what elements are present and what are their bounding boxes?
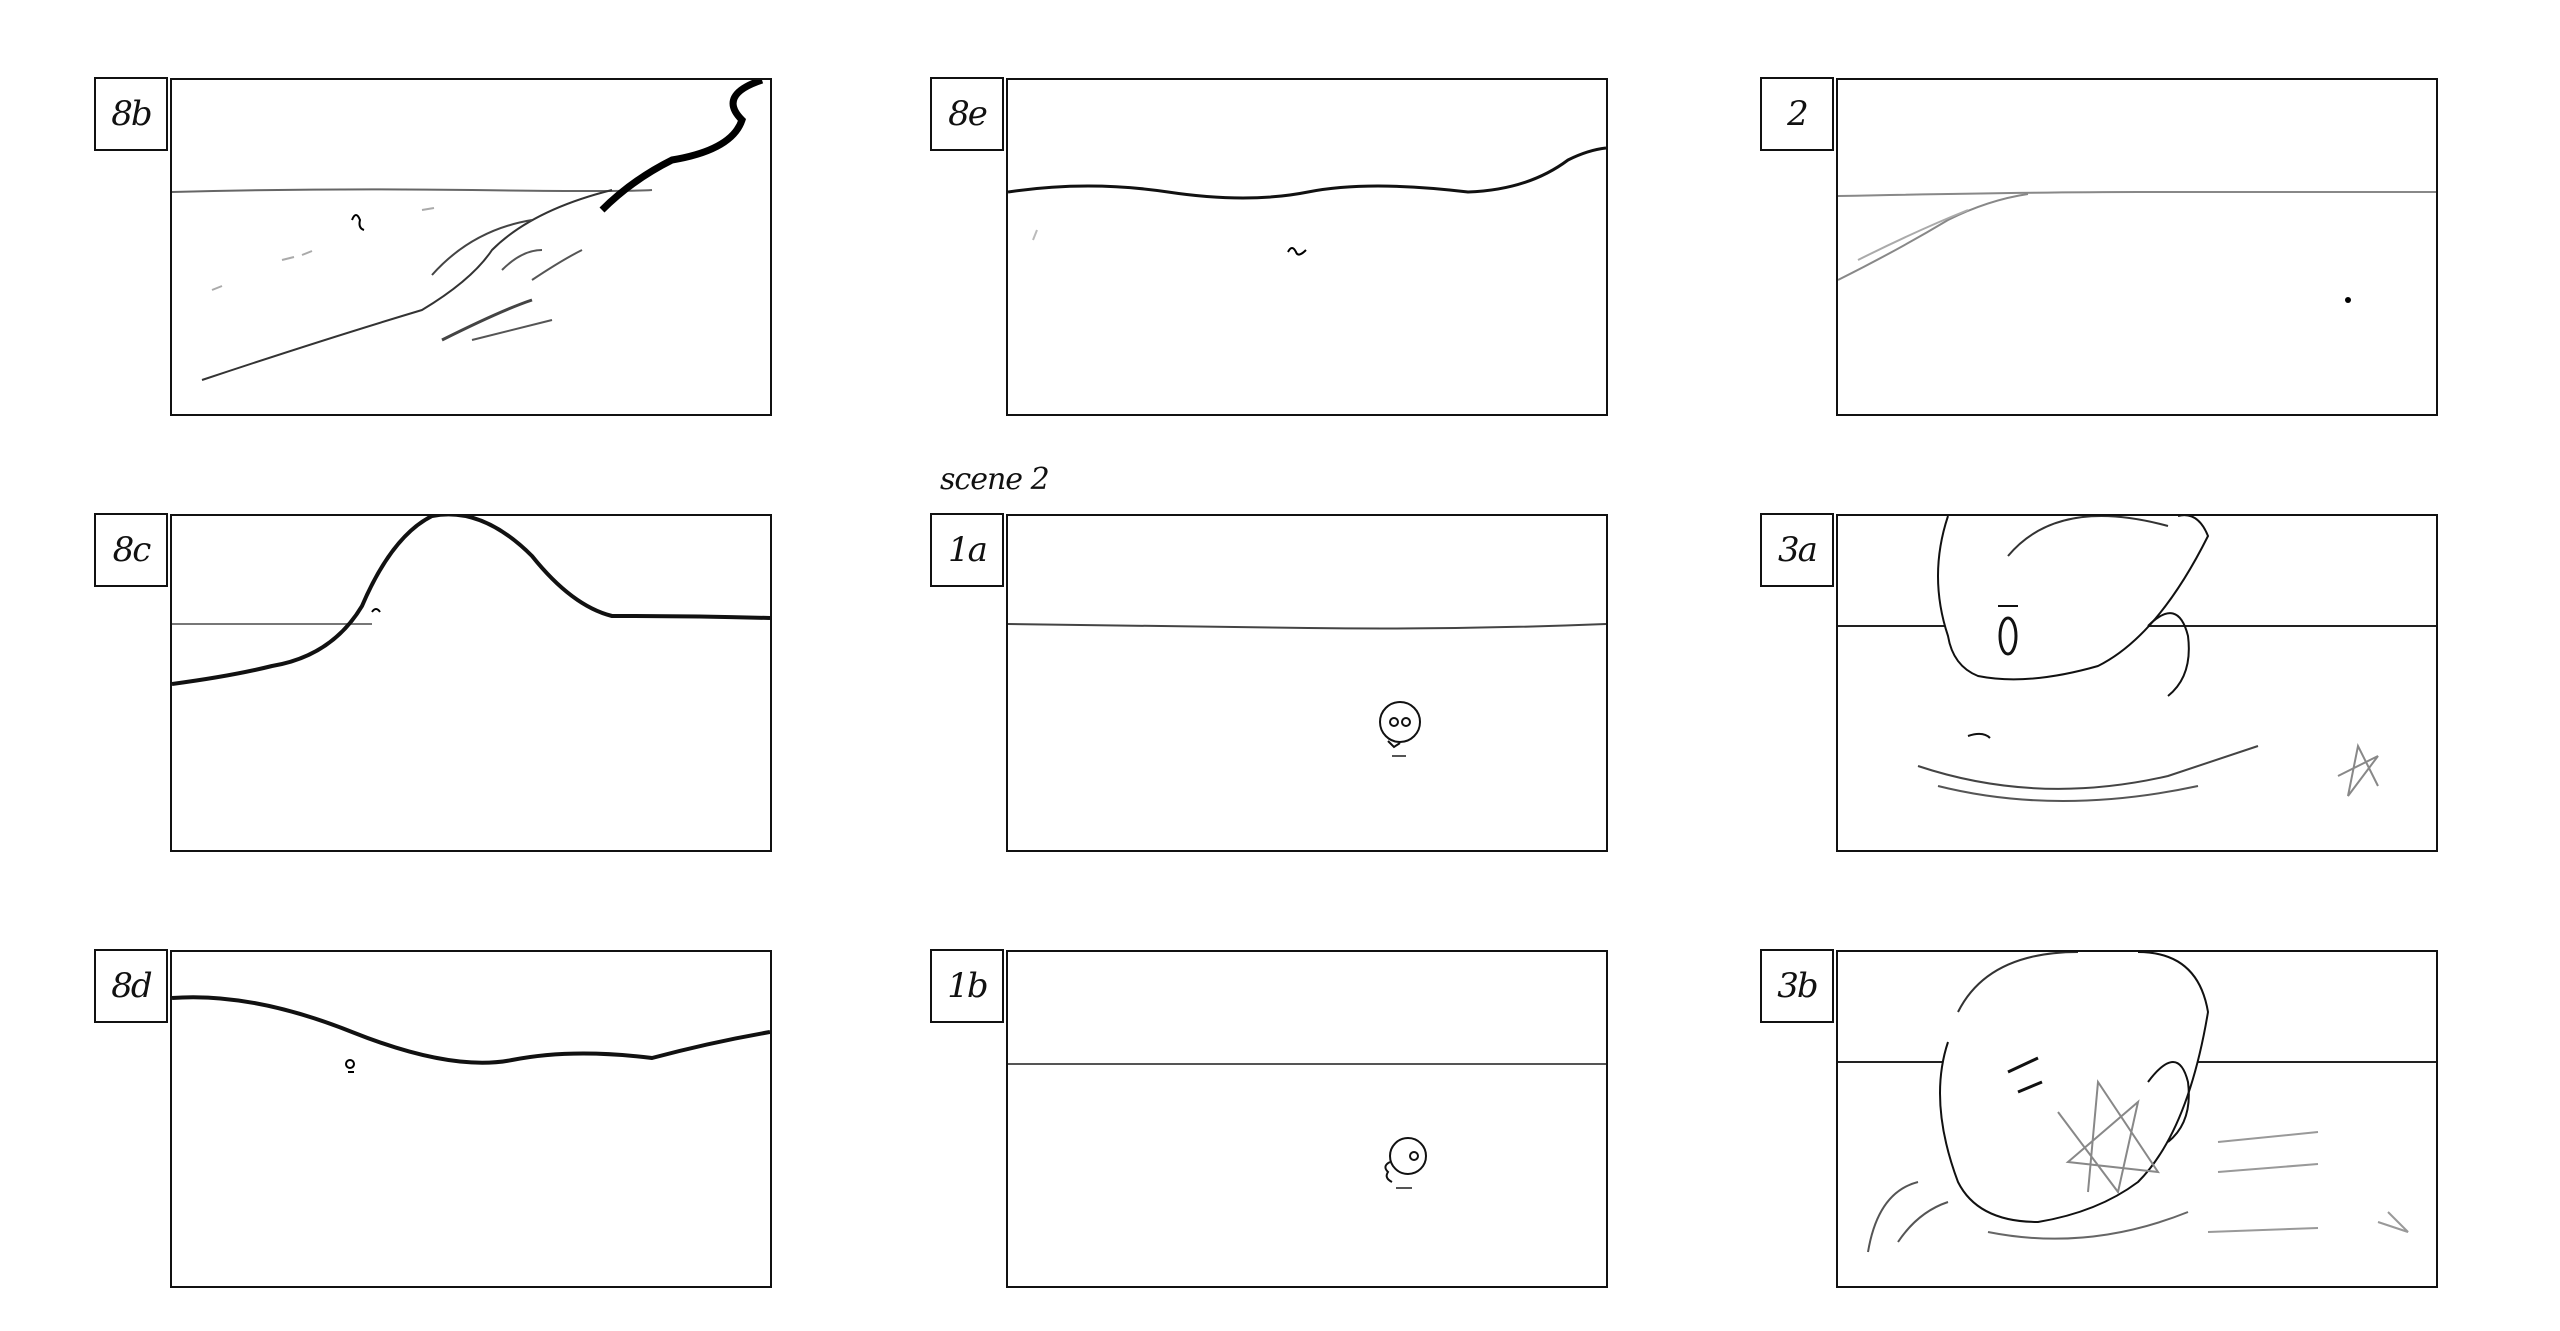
panel-frame xyxy=(1006,514,1608,852)
panel-label: 1a xyxy=(930,513,1004,587)
storyboard-panel-2: 2 xyxy=(1760,77,2438,416)
panel-label: 2 xyxy=(1760,77,1834,151)
panel-label: 8b xyxy=(94,77,168,151)
panel-label-text: 3a xyxy=(1778,530,1818,570)
sketch-drawing xyxy=(172,516,770,686)
sketch-drawing xyxy=(1008,1063,1606,1189)
sketch-drawing xyxy=(1838,190,2436,303)
panel-label-text: 8d xyxy=(111,966,152,1006)
panel-frame xyxy=(170,514,772,852)
sketch-drawing xyxy=(1838,952,2436,1253)
panel-frame xyxy=(170,78,772,416)
sketch-drawing xyxy=(1008,146,1606,256)
panel-label-text: 8b xyxy=(111,94,152,134)
panel-frame xyxy=(1836,514,2438,852)
panel-label-text: 8c xyxy=(112,530,152,570)
panel-frame xyxy=(1836,78,2438,416)
sketch-drawing xyxy=(1008,623,1606,757)
panel-frame xyxy=(1006,78,1608,416)
storyboard-panel-8d: 8d xyxy=(94,949,772,1288)
storyboard-panel-8e: 8e xyxy=(930,77,1608,416)
panel-label-text: 1b xyxy=(947,966,988,1006)
panel-frame xyxy=(1836,950,2438,1288)
panel-label-text: 2 xyxy=(1787,94,1809,134)
storyboard-panel-1a: 1a xyxy=(930,513,1608,852)
panel-label: 3a xyxy=(1760,513,1834,587)
panel-label: 3b xyxy=(1760,949,1834,1023)
panel-label: 8e xyxy=(930,77,1004,151)
panel-label: 1b xyxy=(930,949,1004,1023)
storyboard-panel-8c: 8c xyxy=(94,513,772,852)
panel-label: 8c xyxy=(94,513,168,587)
storyboard-panel-8b: 8b xyxy=(94,77,772,416)
panel-label-text: 3b xyxy=(1777,966,1818,1006)
sketch-drawing xyxy=(172,80,764,381)
panel-label-text: 8e xyxy=(948,94,988,134)
storyboard-panel-1b: 1b xyxy=(930,949,1608,1288)
storyboard-panel-3b: 3b xyxy=(1760,949,2438,1288)
panel-label: 8d xyxy=(94,949,168,1023)
panel-frame xyxy=(170,950,772,1288)
sketch-drawing xyxy=(1838,516,2436,802)
sketch-drawing xyxy=(172,995,770,1073)
panel-frame xyxy=(1006,950,1608,1288)
storyboard-panel-3a: 3a xyxy=(1760,513,2438,852)
panel-label-text: 1a xyxy=(948,530,988,570)
scene-note: scene 2 xyxy=(940,462,1050,497)
